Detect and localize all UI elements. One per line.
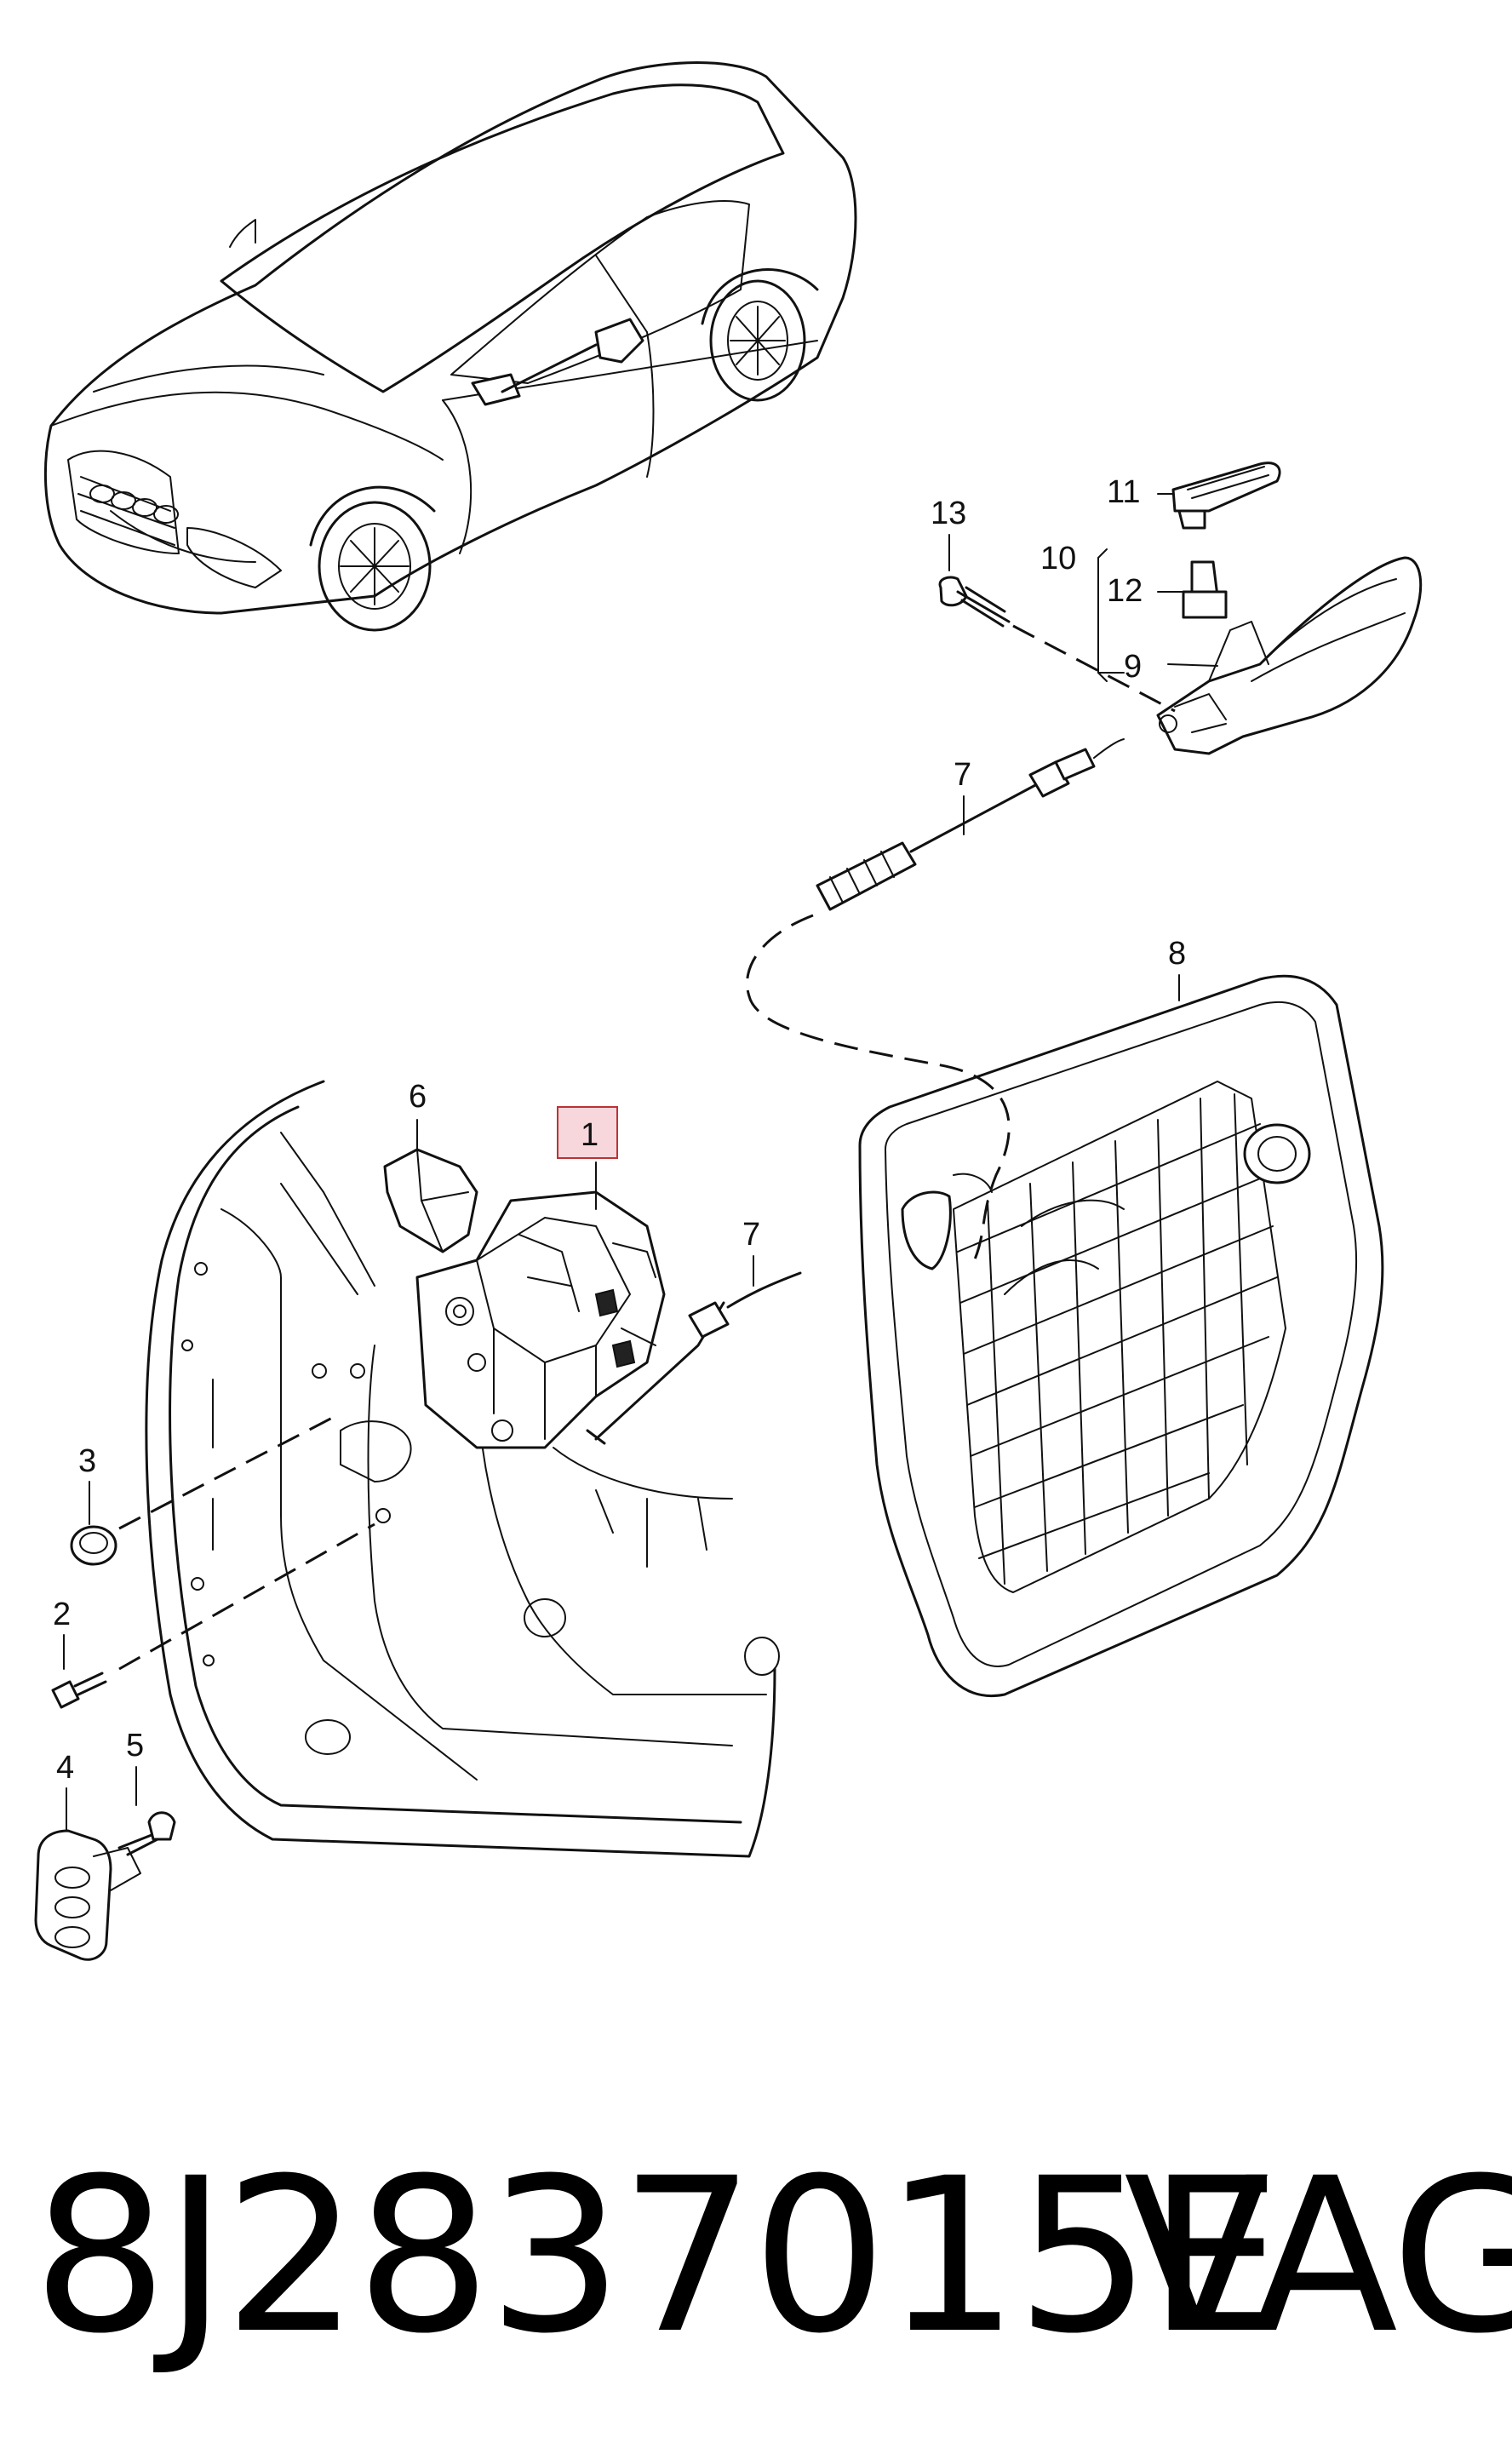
- part-number-caption: 8J2837015E VAG: [0, 2129, 1512, 2384]
- callout-10: 10: [1040, 541, 1076, 576]
- part-number: 8J2837015E: [32, 2132, 1282, 2380]
- callout-11: 11: [1107, 474, 1140, 510]
- fastener-parts-illustration: [34, 1412, 375, 1961]
- door-lock-actuator-illustration: [415, 1190, 802, 1449]
- door-seal-panel-illustration: [858, 974, 1384, 1697]
- callout-6: 6: [409, 1079, 427, 1115]
- door-handle-illustration: [938, 462, 1423, 755]
- callout-3: 3: [78, 1443, 96, 1479]
- callout-1-highlight-box: [557, 1106, 618, 1159]
- door-shell-illustration: [145, 1080, 780, 1858]
- callout-7-lower: 7: [742, 1217, 760, 1253]
- callout-2: 2: [53, 1597, 71, 1632]
- callout-7-upper: 7: [954, 757, 971, 793]
- callout-13: 13: [931, 496, 966, 531]
- callout-8: 8: [1168, 936, 1186, 972]
- release-cable-illustration: [746, 738, 1125, 1270]
- callout-9: 9: [1124, 649, 1142, 685]
- leader-lines: [63, 493, 1218, 1832]
- bracket-illustration: [383, 1148, 478, 1253]
- callout-12: 12: [1107, 573, 1143, 609]
- brand-name: VAG: [1124, 2132, 1512, 2380]
- callout-1: 1: [581, 1117, 598, 1153]
- car-overview-illustration: [43, 61, 857, 632]
- callout-4: 4: [56, 1750, 74, 1786]
- callout-5: 5: [126, 1728, 144, 1763]
